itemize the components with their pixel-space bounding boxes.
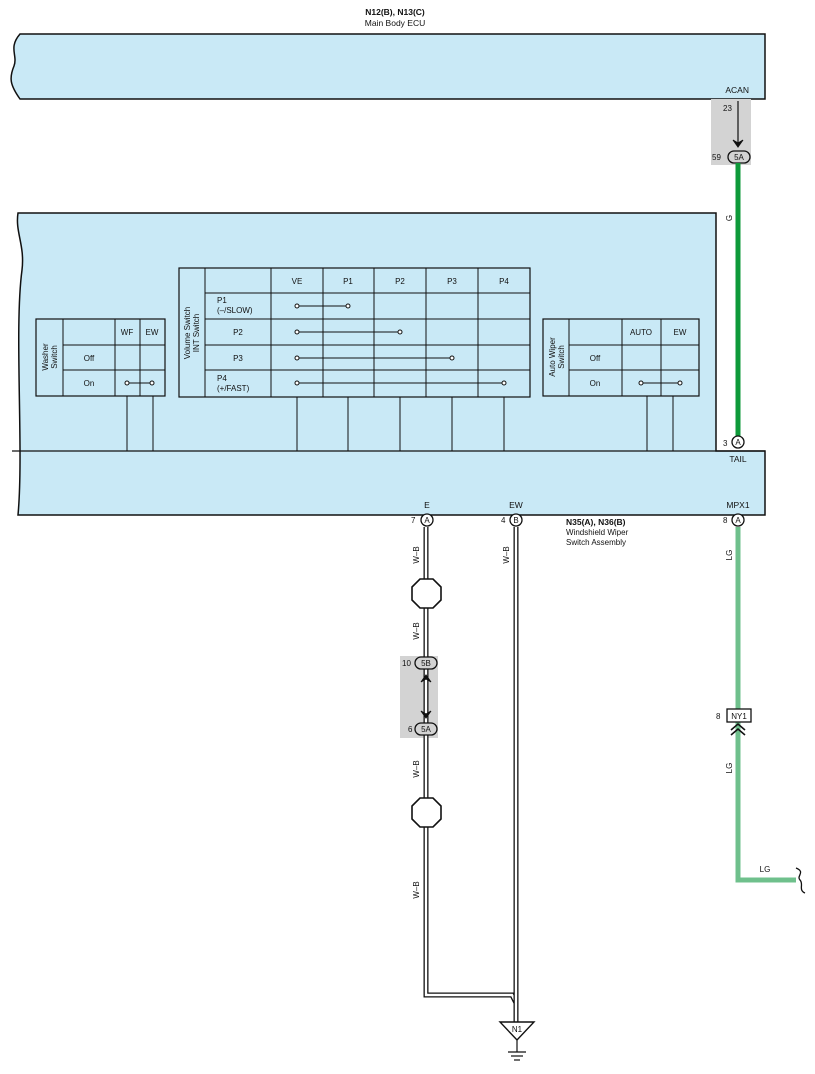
connector-arrow-up-icon — [420, 674, 432, 683]
junction-lower-connector — [414, 722, 438, 736]
terminal-e-label: E — [424, 500, 430, 510]
terminal-mpx1-connector — [731, 513, 745, 527]
volume-switch-label-2: INT Switch — [192, 314, 201, 353]
washer-switch-label-1: Washer — [41, 343, 50, 371]
junction-upper-pin: 10 — [402, 659, 411, 668]
washer-col-ew: EW — [146, 328, 159, 337]
switch-assembly-name-1: Windshield Wiper — [566, 528, 629, 537]
junction-lower-pin: 6 — [408, 725, 413, 734]
connector-arrow-down-icon — [732, 139, 744, 148]
washer-switch-label-2: Switch — [50, 345, 59, 369]
terminal-e-pin: 7 — [411, 516, 416, 525]
ny1-connector-label: NY1 — [731, 712, 747, 721]
connector-arrow-down-icon — [420, 710, 432, 719]
volume-row-p4: P4 — [217, 374, 227, 383]
wire-e-label-4: W–B — [412, 881, 421, 898]
washer-row-off: Off — [84, 354, 95, 363]
wire-e-label-1: W–B — [412, 546, 421, 563]
switch-assembly-name-2: Switch Assembly — [566, 538, 626, 547]
wire-lg-label-3: LG — [760, 865, 771, 874]
volume-col-p4: P4 — [499, 277, 509, 286]
volume-switch-label-1: Volume Switch — [183, 307, 192, 359]
auto-wiper-label-2: Switch — [557, 345, 566, 369]
wire-g-label: G — [725, 215, 734, 221]
splice-point-upper-icon — [411, 578, 442, 609]
wire-lg-label-2: LG — [725, 763, 734, 774]
junction-upper-connector-label: 5B — [421, 659, 431, 668]
ny1-pin: 8 — [716, 712, 721, 721]
terminal-mpx1-label: MPX1 — [726, 500, 749, 510]
tail-connector-label: A — [735, 438, 741, 447]
volume-row-p1: P1 — [217, 296, 227, 305]
washer-switch-table: Washer Switch WF EW Off On — [35, 318, 166, 451]
wire-lg-label-1: LG — [725, 550, 734, 561]
auto-wiper-row-off: Off — [590, 354, 601, 363]
tail-pin: 3 — [723, 439, 728, 448]
volume-row-p2: P2 — [233, 328, 243, 337]
volume-col-p3: P3 — [447, 277, 457, 286]
auto-wiper-col-auto: AUTO — [630, 328, 652, 337]
tail-label: TAIL — [729, 454, 747, 464]
auto-wiper-label-1: Auto Wiper — [548, 337, 557, 377]
auto-wiper-row-on: On — [590, 379, 601, 388]
wire-e-label-3: W–B — [412, 760, 421, 777]
junction-lower-connector-label: 5A — [421, 725, 431, 734]
ny1-connector — [726, 708, 752, 723]
volume-col-p1: P1 — [343, 277, 353, 286]
terminal-ew-connector — [509, 513, 523, 527]
junction-top-pin: 59 — [712, 153, 721, 162]
terminal-ew-pin: 4 — [501, 516, 506, 525]
terminal-e-connector — [420, 513, 434, 527]
terminal-ew-label: EW — [509, 500, 523, 510]
ecu-code: N12(B), N13(C) — [365, 7, 425, 17]
volume-col-p2: P2 — [395, 277, 405, 286]
tail-connector — [731, 435, 745, 449]
ground-label: N1 — [512, 1025, 523, 1034]
volume-col-ve: VE — [292, 277, 303, 286]
junction-top-connector-label: 5A — [734, 153, 744, 162]
terminal-mpx1-pin: 8 — [723, 516, 728, 525]
volume-row-p1-sub: (–/SLOW) — [217, 306, 253, 315]
washer-row-on: On — [84, 379, 95, 388]
ecu-pin-23: 23 — [723, 104, 732, 113]
wire-ew-label: W–B — [502, 546, 511, 563]
terminal-ew-connector-label: B — [513, 516, 518, 525]
terminal-e-connector-label: A — [424, 516, 430, 525]
wire-e-label-2: W–B — [412, 622, 421, 639]
ecu-name: Main Body ECU — [365, 18, 425, 28]
wire-lg — [735, 527, 796, 883]
washer-col-wf: WF — [121, 328, 134, 337]
volume-row-p4-sub: (+/FAST) — [217, 384, 250, 393]
main-body-ecu-box — [10, 33, 766, 100]
auto-wiper-switch-table: Auto Wiper Switch AUTO EW Off On — [542, 318, 700, 451]
wire-continuation-break-icon — [795, 867, 806, 894]
terminal-mpx1-connector-label: A — [735, 516, 741, 525]
switch-assembly-code: N35(A), N36(B) — [566, 517, 626, 527]
volume-switch-table: Volume Switch INT Switch VE P1 P2 P3 P4 … — [178, 267, 531, 451]
ecu-terminal-acan: ACAN — [725, 85, 749, 95]
auto-wiper-col-ew: EW — [674, 328, 687, 337]
splice-point-lower-icon — [411, 797, 442, 828]
ground-point-n1 — [498, 1021, 536, 1042]
volume-row-p3: P3 — [233, 354, 243, 363]
junction-upper-connector — [414, 656, 438, 670]
inline-connector-chevron-icon — [730, 722, 746, 736]
